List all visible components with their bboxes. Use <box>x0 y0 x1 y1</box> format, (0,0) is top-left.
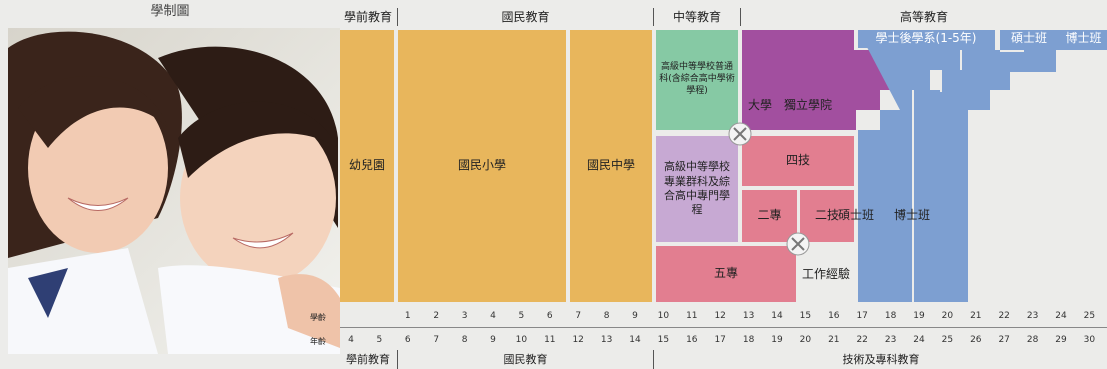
school-age-tick: 1 <box>404 311 411 321</box>
school-age-label: 學齡 <box>310 313 326 322</box>
two-year-college-block: 二專 <box>742 190 797 242</box>
age-tick: 30 <box>1083 335 1096 345</box>
age-tick: 9 <box>490 335 496 345</box>
school-age-tick: 18 <box>884 311 897 321</box>
work-experience-block: 工作經驗 <box>801 267 850 282</box>
university-label: 大學 獨立學院 <box>748 98 833 112</box>
age-tick: 29 <box>1055 335 1067 345</box>
header-national: 國民教育 <box>501 10 550 24</box>
five-year-college-block: 五專 <box>656 246 796 302</box>
age-tick: 28 <box>1026 335 1039 345</box>
crossover-icon <box>786 232 810 260</box>
age-tick: 5 <box>376 335 383 345</box>
axis-divider <box>340 327 1107 328</box>
header-higher: 高等教育 <box>899 10 948 24</box>
header-preschool: 學前教育 <box>343 10 392 24</box>
crossover-icon <box>728 122 752 150</box>
header-divider <box>397 8 398 26</box>
bottom-header-tech: 技術及專科教育 <box>842 353 920 366</box>
school-age-tick: 12 <box>714 311 726 321</box>
school-age-tick: 7 <box>575 311 582 321</box>
senior-high-vocational-block: 高級中等學校專業群科及綜合高中專門學程 <box>656 136 738 242</box>
age-tick: 4 <box>348 335 354 345</box>
age-tick: 22 <box>856 335 868 345</box>
age-tick: 19 <box>771 335 783 345</box>
school-age-tick: 23 <box>1026 311 1039 321</box>
masters-label: 碩士班 <box>838 208 875 222</box>
bottom-header-preschool: 學前教育 <box>346 353 390 366</box>
age-tick: 14 <box>629 335 641 345</box>
age-tick: 26 <box>970 335 982 345</box>
age-tick: 11 <box>544 335 556 345</box>
age-tick: 18 <box>742 335 755 345</box>
age-tick: 12 <box>572 335 584 345</box>
school-age-tick: 22 <box>998 311 1010 321</box>
school-age-tick: 15 <box>799 311 812 321</box>
age-tick: 7 <box>433 335 440 345</box>
school-age-tick: 19 <box>913 311 925 321</box>
age-tick: 24 <box>913 335 925 345</box>
school-age-tick: 21 <box>970 311 982 321</box>
age-tick: 21 <box>828 335 840 345</box>
age-tick: 16 <box>686 335 698 345</box>
age-tick: 27 <box>998 335 1010 345</box>
school-age-tick: 25 <box>1083 311 1096 321</box>
page-title: 學制圖 <box>150 4 190 19</box>
header-divider <box>653 8 654 26</box>
senior-high-general-block: 高級中等學校普通科(含綜合高中學術學程) <box>656 30 738 130</box>
school-age-tick: 16 <box>828 311 840 321</box>
bottom-divider <box>653 350 654 369</box>
age-tick: 8 <box>461 335 468 345</box>
school-age-tick: 14 <box>771 311 783 321</box>
school-age-tick: 24 <box>1055 311 1067 321</box>
post-bacc-label: 學士後學系(1-5年) <box>858 30 994 48</box>
elementary-block: 國民小學 <box>398 30 566 302</box>
age-tick: 23 <box>884 335 897 345</box>
school-age-tick: 20 <box>941 311 954 321</box>
school-age-tick: 3 <box>461 311 468 321</box>
school-age-tick: 8 <box>603 311 610 321</box>
school-age-tick: 13 <box>742 311 755 321</box>
age-tick: 20 <box>799 335 812 345</box>
header-secondary: 中等教育 <box>672 10 721 24</box>
age-tick: 25 <box>941 335 954 345</box>
bottom-divider <box>397 350 398 369</box>
junior-high-block: 國民中學 <box>570 30 652 302</box>
phd-top-label: 博士班 <box>1060 30 1107 48</box>
school-age-tick: 5 <box>518 311 525 321</box>
school-age-tick: 9 <box>632 311 638 321</box>
school-age-tick: 11 <box>686 311 698 321</box>
phd-label: 博士班 <box>894 208 931 222</box>
students-photo <box>8 28 340 354</box>
school-age-tick: 2 <box>433 311 440 321</box>
school-age-tick: 10 <box>657 311 670 321</box>
school-age-tick: 17 <box>856 311 868 321</box>
age-tick: 17 <box>714 335 726 345</box>
age-tick: 10 <box>515 335 528 345</box>
bottom-header-national: 國民教育 <box>503 353 548 366</box>
header-divider <box>740 8 741 26</box>
age-tick: 6 <box>404 335 411 345</box>
masters-top-label: 碩士班 <box>1000 30 1058 48</box>
two-year-tech-block: 二技 <box>800 190 854 242</box>
age-tick: 15 <box>657 335 670 345</box>
four-year-tech-block: 四技 <box>742 136 854 186</box>
age-label: 年齡 <box>310 337 326 346</box>
age-tick: 13 <box>600 335 613 345</box>
school-age-tick: 6 <box>546 311 553 321</box>
kindergarten-block: 幼兒園 <box>340 30 394 302</box>
school-age-tick: 4 <box>490 311 496 321</box>
